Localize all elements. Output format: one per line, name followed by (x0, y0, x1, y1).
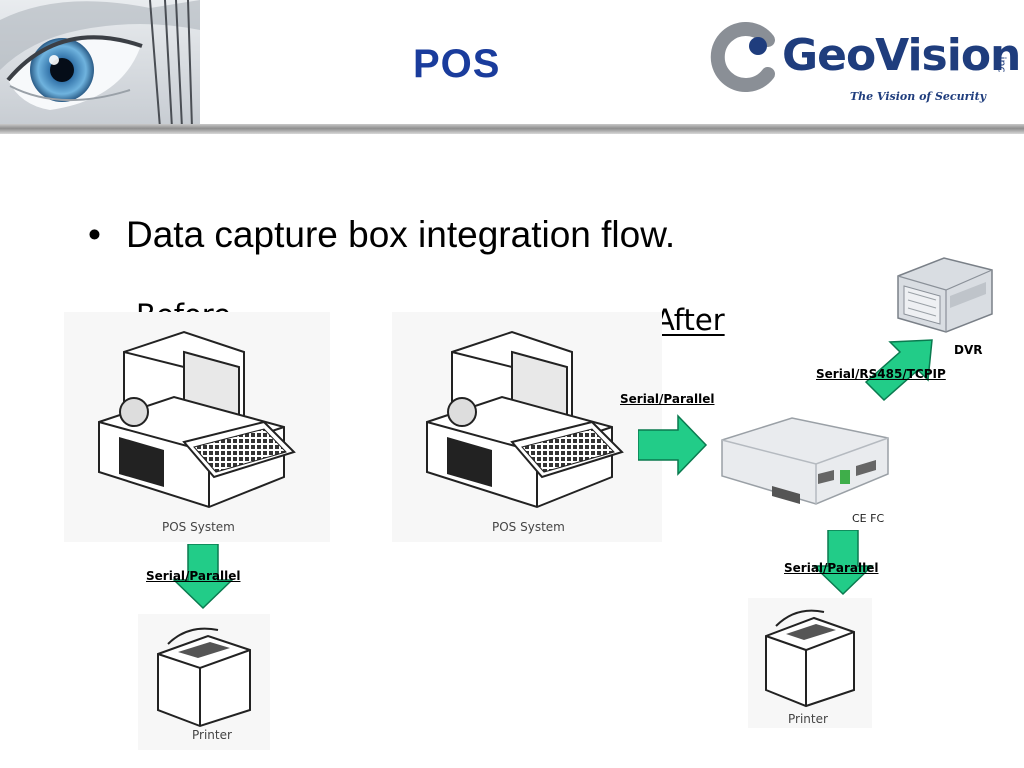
pos-label-after: POS System (492, 520, 565, 534)
arrow-up-right-dvr (864, 339, 933, 402)
after-heading: After (655, 303, 725, 337)
printer-label-after: Printer (788, 712, 828, 726)
slide-title: POS (413, 42, 501, 86)
arrow-down-output (812, 530, 874, 596)
pos-system-illustration-after (392, 312, 662, 542)
bullet-text: Data capture box integration flow. (126, 214, 676, 255)
arrow-down-before (172, 544, 234, 610)
arrow-right-input (638, 414, 708, 476)
geovision-logo: GeoVision inc The Vision of Security (710, 16, 1021, 108)
printer-label-before: Printer (192, 728, 232, 742)
connection-label-output: Serial/Parallel (784, 561, 879, 575)
pos-label-before: POS System (162, 520, 235, 534)
printer-illustration-after (748, 598, 872, 728)
connection-label-before: Serial/Parallel (146, 569, 241, 583)
printer-illustration-before (138, 614, 270, 750)
bullet-item: • Data capture box integration flow. (88, 214, 675, 256)
pos-system-illustration-before (64, 312, 330, 542)
logo-inc: inc (995, 56, 1009, 73)
logo-tagline: The Vision of Security (850, 90, 987, 103)
dvr-illustration (897, 257, 993, 333)
connection-label-dvr: Serial/RS485/TCPIP (816, 367, 946, 381)
bullet-dot: • (88, 214, 101, 255)
connection-label-input: Serial/Parallel (620, 392, 715, 406)
logo-wordmark: GeoVision (782, 30, 1021, 81)
dvr-label: DVR (954, 343, 983, 357)
logo-mark-icon (710, 22, 775, 92)
eye-image (0, 0, 200, 128)
header-divider (0, 124, 1024, 134)
data-capture-box (721, 417, 889, 505)
certification-marks: CE FC (852, 512, 885, 525)
